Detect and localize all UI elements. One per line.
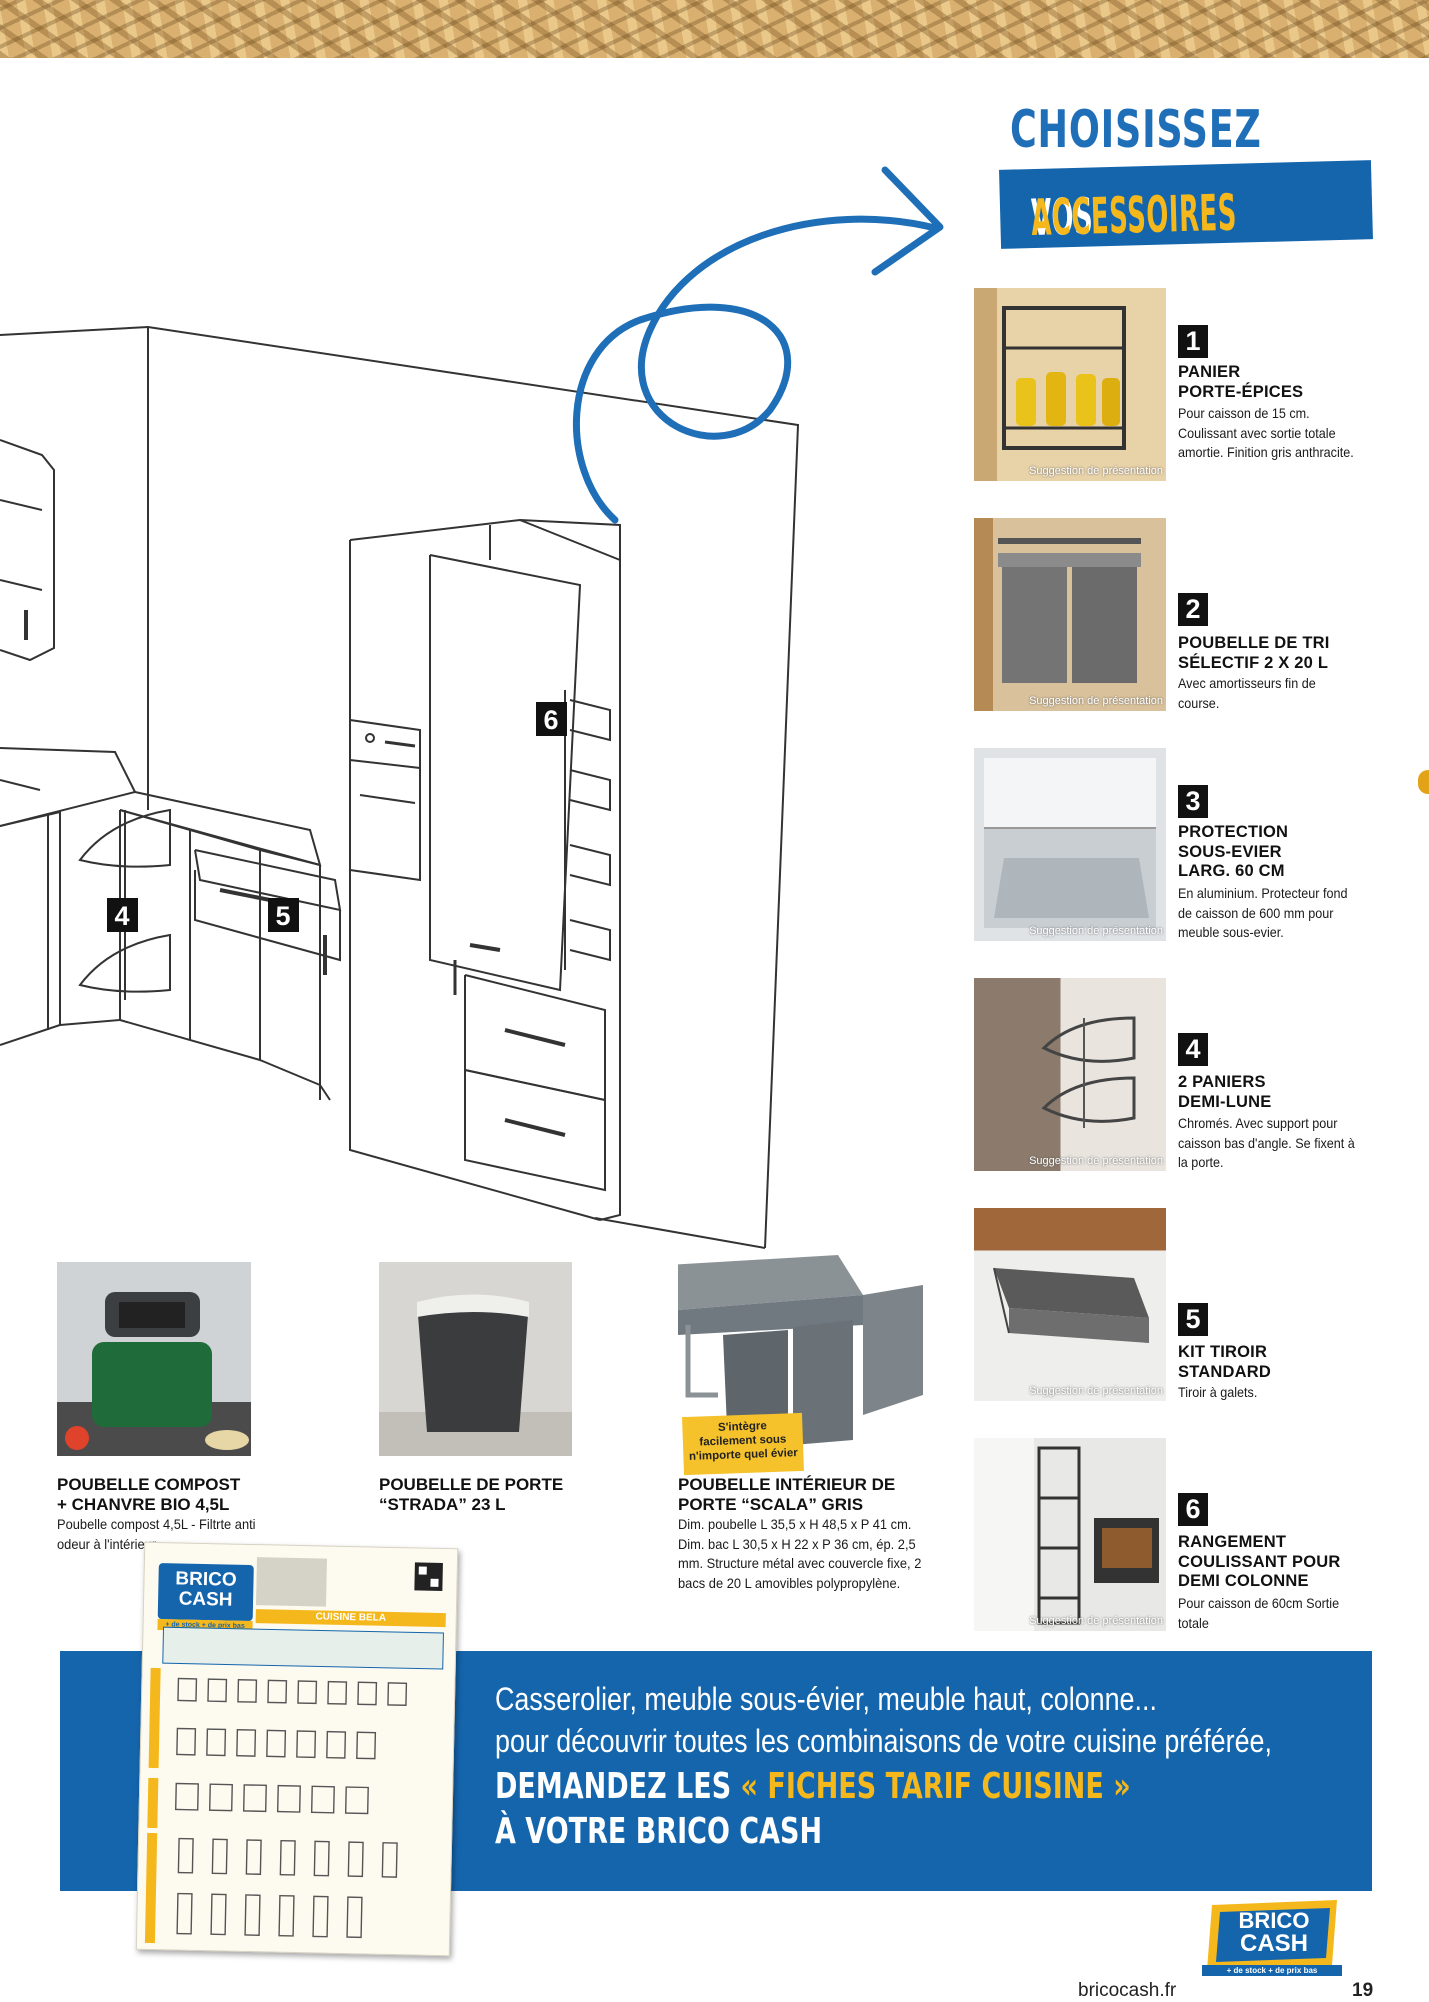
osb-wood-strip <box>0 0 1429 58</box>
photo-caption: Suggestion de présentation <box>1029 1385 1163 1397</box>
page-edge-tab <box>1418 770 1429 794</box>
accessory-description: Pour caisson de 15 cm. Coulissant avec s… <box>1178 405 1354 460</box>
accessory-description: Pour caisson de 60cm Sortie totale <box>1178 1595 1340 1631</box>
logo-text-brico: BRICO <box>1238 1908 1310 1933</box>
product-compost-bin: POUBELLE COMPOST+ CHANVRE BIO 4,5L Poube… <box>57 1262 357 1562</box>
accessory-number: 6 <box>1178 1493 1208 1526</box>
accessory-number: 2 <box>1178 593 1208 626</box>
kitchen-drawing: 6 4 5 <box>0 166 944 1249</box>
drawing-label-4: 4 <box>114 901 129 931</box>
page-number: 19 <box>1352 1980 1374 2001</box>
banner-line-1: Casserolier, meuble sous-évier, meuble h… <box>495 1681 1157 1717</box>
accessory-photo-sorting-bin: Suggestion de présentation <box>974 518 1166 711</box>
compost-bin-photo <box>57 1262 251 1456</box>
accessory-number: 3 <box>1178 785 1208 818</box>
accessory-photo-half-moon-baskets: Suggestion de présentation <box>974 978 1166 1171</box>
photo-caption: Suggestion de présentation <box>1029 1155 1163 1167</box>
blue-arrow <box>572 215 939 524</box>
accessory-number: 4 <box>1178 1033 1208 1066</box>
accessory-photo-sliding-storage: Suggestion de présentation <box>974 1438 1166 1631</box>
sheet-grid <box>144 1557 444 1944</box>
drawing-label-6: 6 <box>543 705 558 735</box>
accessory-number: 5 <box>1178 1303 1208 1336</box>
fits-under-sink-badge: S'intègre facilement sous n'importe quel… <box>682 1412 804 1476</box>
product-description: Poubelle compost 4,5L - Filtrte anti ode… <box>57 1516 256 1552</box>
photo-caption: Suggestion de présentation <box>1029 925 1163 937</box>
product-name: POUBELLE COMPOST+ CHANVRE BIO 4,5L <box>57 1475 241 1514</box>
drawer-kit-icon <box>993 1267 1149 1343</box>
photo-caption: Suggestion de présentation <box>1029 465 1163 477</box>
brico-cash-logo-icon <box>1207 1900 1337 1970</box>
accessory-photo-drawer-kit: Suggestion de présentation <box>974 1208 1166 1401</box>
brico-cash-logo: BRICO CASH + de stock + de prix bas <box>1202 1900 1342 1978</box>
accessory-description: Tiroir à galets. <box>1178 1384 1258 1400</box>
accessory-description: Chromés. Avec support pour caisson bas d… <box>1178 1115 1355 1170</box>
banner-line-4: À VOTRE BRICO CASH <box>495 1811 823 1852</box>
drawing-label-5: 5 <box>275 901 290 931</box>
title-banner: VOS ACCESSOIRES <box>999 160 1373 249</box>
accessory-2: Suggestion de présentation 2 POUBELLE DE… <box>974 518 1394 713</box>
logo-text-cash: CASH <box>1239 1930 1308 1957</box>
sliding-storage-icon <box>974 1438 1159 1631</box>
sink-protection-icon <box>984 758 1156 928</box>
photo-caption: Suggestion de présentation <box>1029 1615 1163 1627</box>
sorting-bin-icon <box>998 538 1141 683</box>
half-moon-basket-icon <box>1041 1016 1136 1128</box>
title-word-accessoires: ACCESSOIRES <box>1030 183 1238 248</box>
accessory-description: Avec amortisseurs fin de course. <box>1178 675 1316 711</box>
accessory-photo-spice-rack: Suggestion de présentation <box>974 288 1166 481</box>
accessory-description: En aluminium. Protecteur fond de caisson… <box>1178 885 1348 940</box>
website-url[interactable]: bricocash.fr <box>1078 1980 1177 2001</box>
door-bin-photo <box>379 1262 572 1456</box>
accessory-photo-sink-protection: Suggestion de présentation <box>974 748 1166 941</box>
banner-line-2: pour découvrir toutes les combinaisons d… <box>495 1723 1272 1759</box>
product-description: Dim. poubelle L 35,5 x H 48,5 x P 41 cm.… <box>678 1516 922 1591</box>
product-door-bin: POUBELLE DE PORTE“STRADA” 23 L <box>379 1262 639 1514</box>
logo-tagline: + de stock + de prix bas <box>1202 1965 1342 1976</box>
spice-rack-icon <box>1002 306 1126 450</box>
photo-caption: Suggestion de présentation <box>1029 695 1163 707</box>
page-title: CHOISISSEZ <box>1010 100 1262 160</box>
accessory-number: 1 <box>1178 325 1208 358</box>
product-name: POUBELLE DE PORTE“STRADA” 23 L <box>379 1475 564 1514</box>
banner-line-3: DEMANDEZ LES « FICHES TARIF CUISINE » <box>495 1766 1131 1807</box>
